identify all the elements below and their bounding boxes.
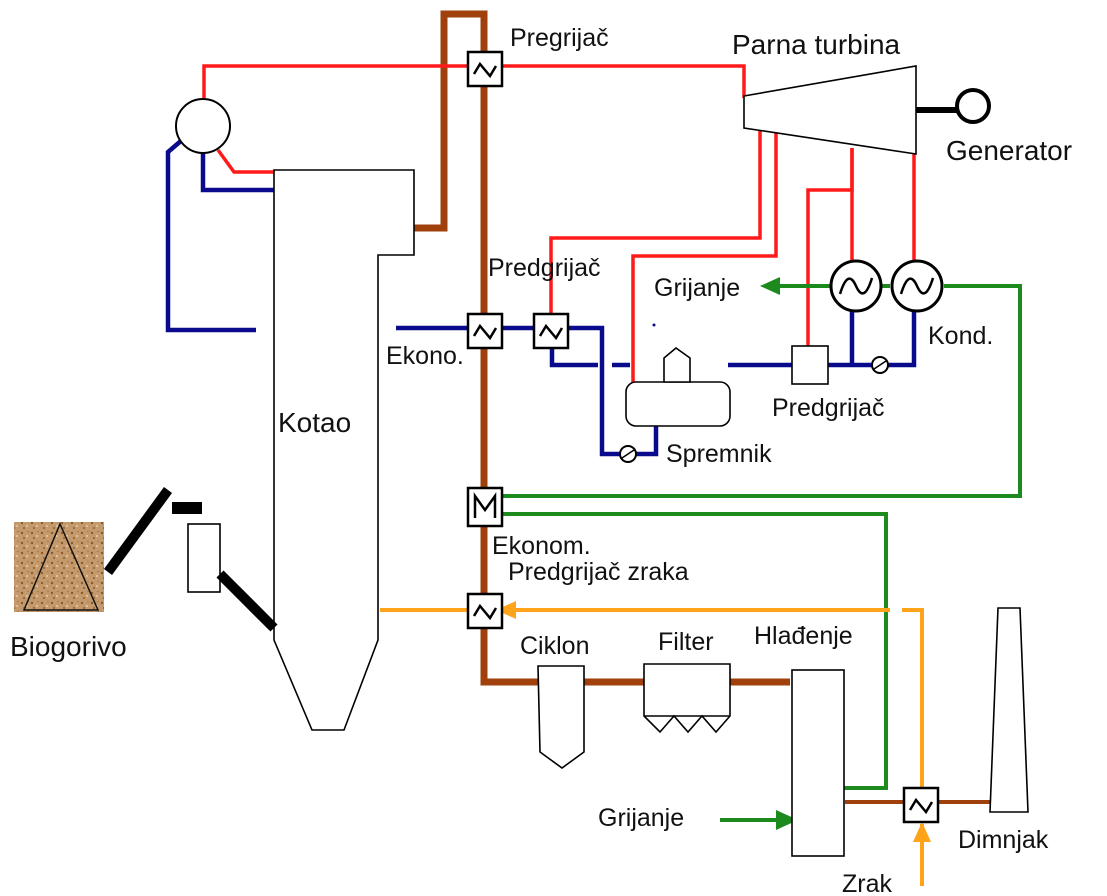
stack-air-preheater xyxy=(902,786,940,824)
steam-extraction-1 xyxy=(549,128,762,314)
label-predgrijac-zraka: Predgrijač zraka xyxy=(508,558,689,586)
label-grijanje-bottom: Grijanje xyxy=(598,804,684,832)
label-zrak: Zrak xyxy=(842,870,893,896)
label-spremnik: Spremnik xyxy=(666,440,772,468)
fuel-hopper xyxy=(187,523,221,593)
water-downcomer xyxy=(165,138,256,333)
steam-drum-to-superheater xyxy=(202,64,470,98)
label-parna-turbina: Parna turbina xyxy=(732,29,901,60)
flue-gas-lines xyxy=(414,10,790,686)
flue-economizer-block xyxy=(466,486,504,528)
label-kond: Kond. xyxy=(928,322,993,350)
air-preheater-exchanger xyxy=(466,592,504,630)
label-grijanje-top: Grijanje xyxy=(654,274,740,302)
generator-symbol xyxy=(955,88,991,124)
label-dimnjak: Dimnjak xyxy=(958,826,1049,854)
fuel-conveyor-head xyxy=(172,502,202,514)
air-arrow-left xyxy=(496,601,516,619)
biomass-fuel-pile xyxy=(14,522,104,612)
biomass-pile-outline xyxy=(22,522,100,611)
flue-gas-loop-top xyxy=(414,10,488,232)
storage-tank-spremnik xyxy=(625,381,731,427)
steam-drum-to-boiler xyxy=(216,148,274,174)
fuel-conveyor-upper xyxy=(103,487,173,575)
water-preheater-loop xyxy=(566,325,620,457)
steam-turbine xyxy=(743,65,917,155)
air-preheater-to-main xyxy=(902,608,924,788)
preheater-exchanger-left xyxy=(532,312,570,350)
fuel-feeder-chute xyxy=(216,570,278,632)
economizer-exchanger xyxy=(466,312,504,350)
heating-arrow-top xyxy=(760,277,780,295)
chimney-dimnjak xyxy=(989,607,1029,813)
heating-condenser-2 xyxy=(890,259,944,313)
heating-economizer-out xyxy=(502,512,888,790)
water-drum-boiler xyxy=(200,152,274,193)
label-kotao: Kotao xyxy=(278,407,351,438)
label-hladenje: Hlađenje xyxy=(754,622,853,650)
cooler-hladenje xyxy=(791,669,845,857)
storage-tank-dome xyxy=(663,346,691,383)
label-pregrijac: Pregrijač xyxy=(510,24,609,52)
preheater-right-box xyxy=(791,345,829,385)
small-water-marker xyxy=(652,323,656,327)
superheater-exchanger xyxy=(466,50,504,88)
cyclone-ciklon xyxy=(537,665,585,769)
water-pump-to-cond xyxy=(888,306,917,368)
label-ekonom: Ekonom. xyxy=(492,532,591,560)
label-filter: Filter xyxy=(658,628,714,656)
filter-unit xyxy=(643,663,731,734)
label-predgrijac-top: Predgrijač xyxy=(488,254,601,282)
label-biogorivo: Biogorivo xyxy=(10,631,127,662)
label-generator: Generator xyxy=(946,135,1072,166)
water-preheater-to-tank xyxy=(549,345,598,368)
label-predgrijac-right: Predgrijač xyxy=(772,394,885,422)
steam-extraction-3 xyxy=(806,148,854,346)
water-lines xyxy=(165,138,917,457)
steam-extraction-2 xyxy=(631,132,778,386)
steam-drum xyxy=(175,98,231,154)
air-arrow-up xyxy=(913,822,931,842)
boiler-kotao xyxy=(273,169,415,731)
heating-condenser-1 xyxy=(829,259,883,313)
steam-lines xyxy=(202,64,916,386)
heating-arrow-bottom xyxy=(776,810,798,830)
heating-return-loop xyxy=(502,284,1022,498)
steam-superheater-to-turbine xyxy=(502,64,746,98)
flue-gas-main-duct xyxy=(480,82,544,686)
label-ciklon: Ciklon xyxy=(520,632,589,660)
label-ekono: Ekono. xyxy=(386,342,464,370)
water-pump-to-tank xyxy=(636,425,659,457)
